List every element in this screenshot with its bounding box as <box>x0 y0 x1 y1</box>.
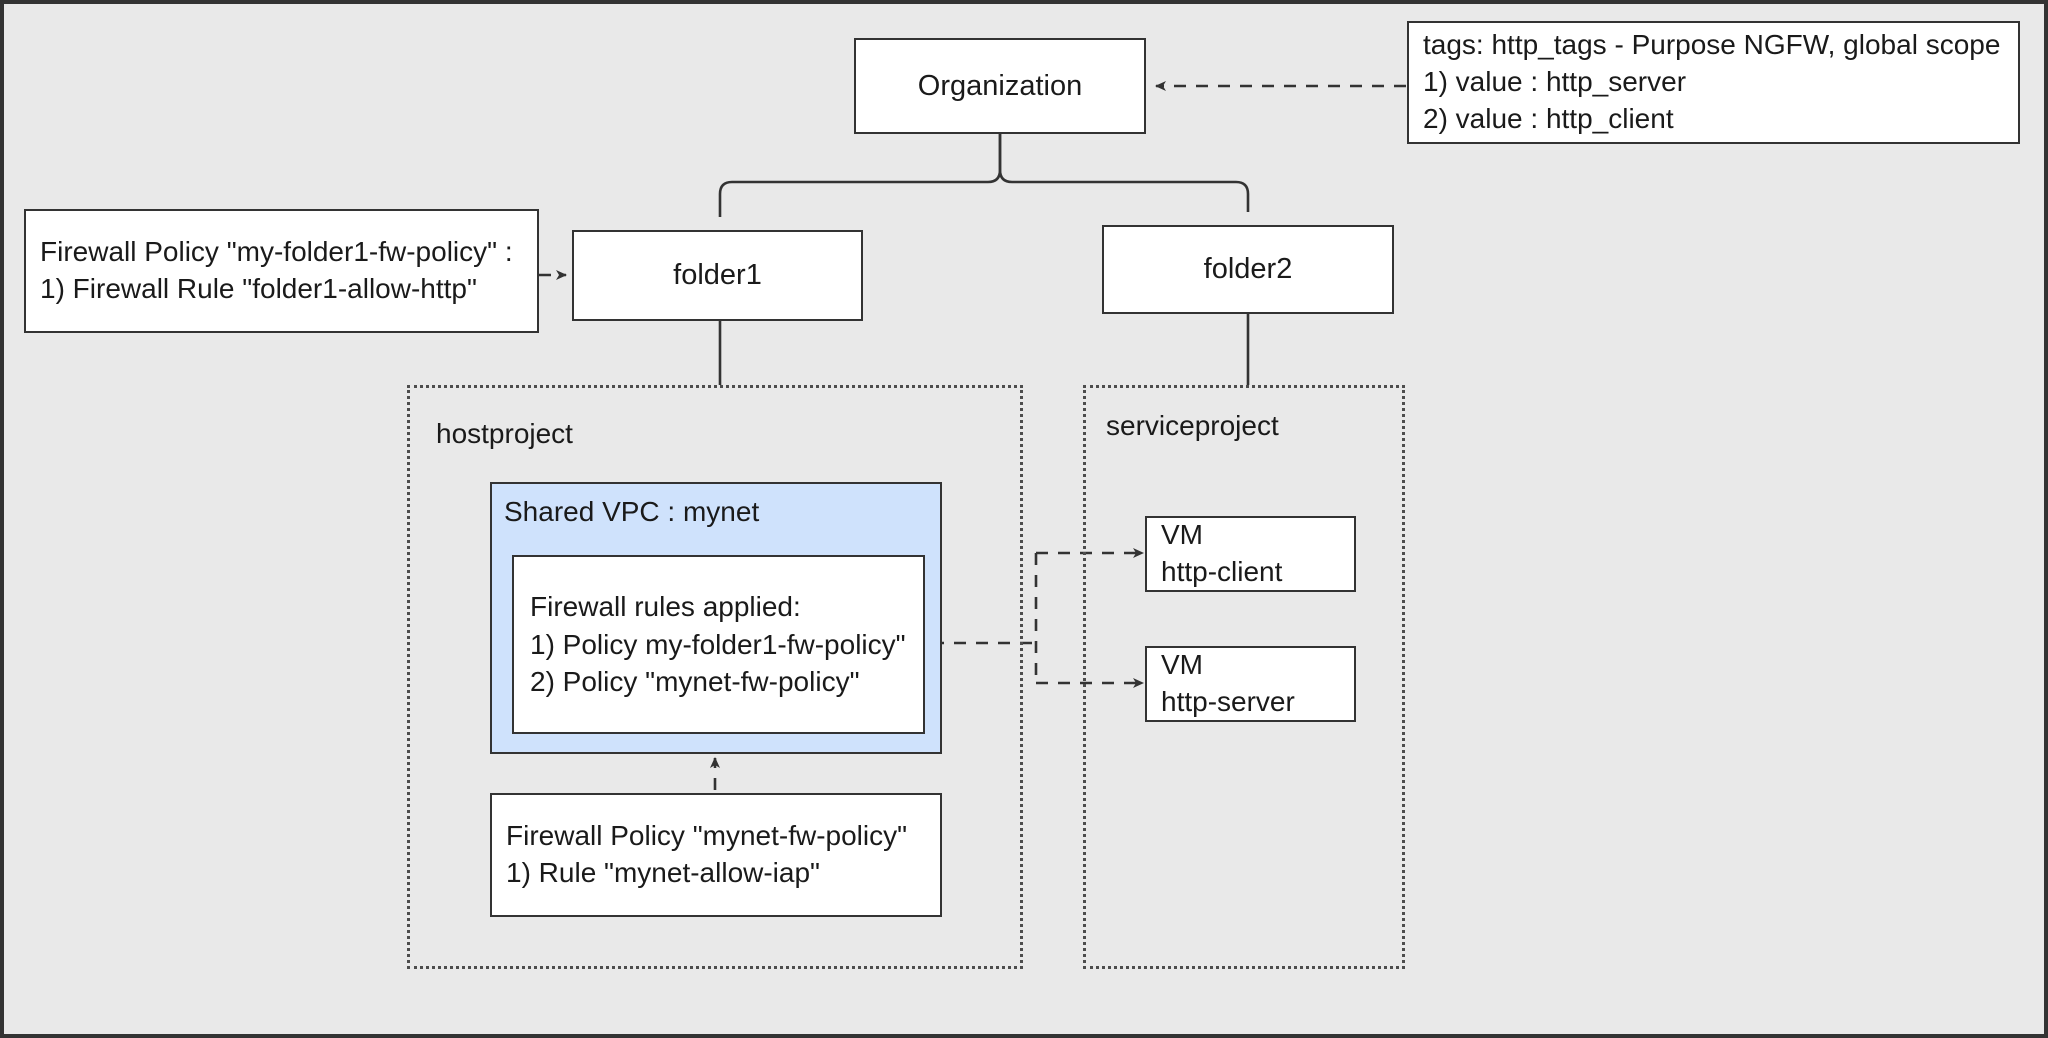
applied-rules-line-3: 2) Policy "mynet-fw-policy" <box>530 666 860 698</box>
edge-organization-to-folder1 <box>718 134 1002 217</box>
tags-note-line-2: 1) value : http_server <box>1423 66 1687 98</box>
folder2-label: folder2 <box>1203 253 1293 286</box>
node-tags-note[interactable]: tags: http_tags - Purpose NGFW, global s… <box>1407 21 2020 144</box>
mynet-policy-note-line-2: 1) Rule "mynet-allow-iap" <box>506 857 820 888</box>
vm-http-client-line-2: http-client <box>1161 556 1283 587</box>
container-hostproject[interactable] <box>407 385 1023 969</box>
tags-note-line-1: tags: http_tags - Purpose NGFW, global s… <box>1423 29 2001 61</box>
vm-http-server-line-1: VM <box>1161 649 1203 681</box>
serviceproject-label: serviceproject <box>1106 410 1279 441</box>
node-vm-http-server[interactable]: VM http-server <box>1145 646 1356 722</box>
vm-http-client-line-1: VM <box>1161 519 1203 551</box>
edge-organization-to-folder2 <box>998 134 1250 212</box>
vm-http-server-line-2: http-server <box>1161 686 1295 717</box>
folder1-policy-note-line-1: Firewall Policy "my-folder1-fw-policy" : <box>40 236 513 268</box>
node-applied-rules[interactable]: Firewall rules applied: 1) Policy my-fol… <box>512 555 925 734</box>
tags-note-line-3: 2) value : http_client <box>1423 102 1674 134</box>
applied-rules-line-1: Firewall rules applied: <box>530 590 801 622</box>
organization-label: Organization <box>917 69 1083 102</box>
mynet-policy-note-line-1: Firewall Policy "mynet-fw-policy" <box>506 820 908 852</box>
node-folder1-policy-note[interactable]: Firewall Policy "my-folder1-fw-policy" :… <box>24 209 539 333</box>
container-serviceproject[interactable] <box>1083 385 1405 969</box>
folder1-label: folder1 <box>673 259 762 292</box>
folder1-policy-note-line-2: 1) Firewall Rule "folder1-allow-http" <box>40 273 477 304</box>
hostproject-label: hostproject <box>436 418 573 449</box>
node-mynet-policy-note[interactable]: Firewall Policy "mynet-fw-policy" 1) Rul… <box>490 793 942 917</box>
node-vm-http-client[interactable]: VM http-client <box>1145 516 1356 592</box>
shared-vpc-title: Shared VPC : mynet <box>504 496 760 527</box>
node-folder1[interactable]: folder1 <box>572 230 863 321</box>
edge-layer <box>539 81 1406 790</box>
node-folder2[interactable]: folder2 <box>1102 225 1394 314</box>
node-organization[interactable]: Organization <box>854 38 1146 134</box>
applied-rules-line-2: 1) Policy my-folder1-fw-policy" <box>530 628 906 660</box>
